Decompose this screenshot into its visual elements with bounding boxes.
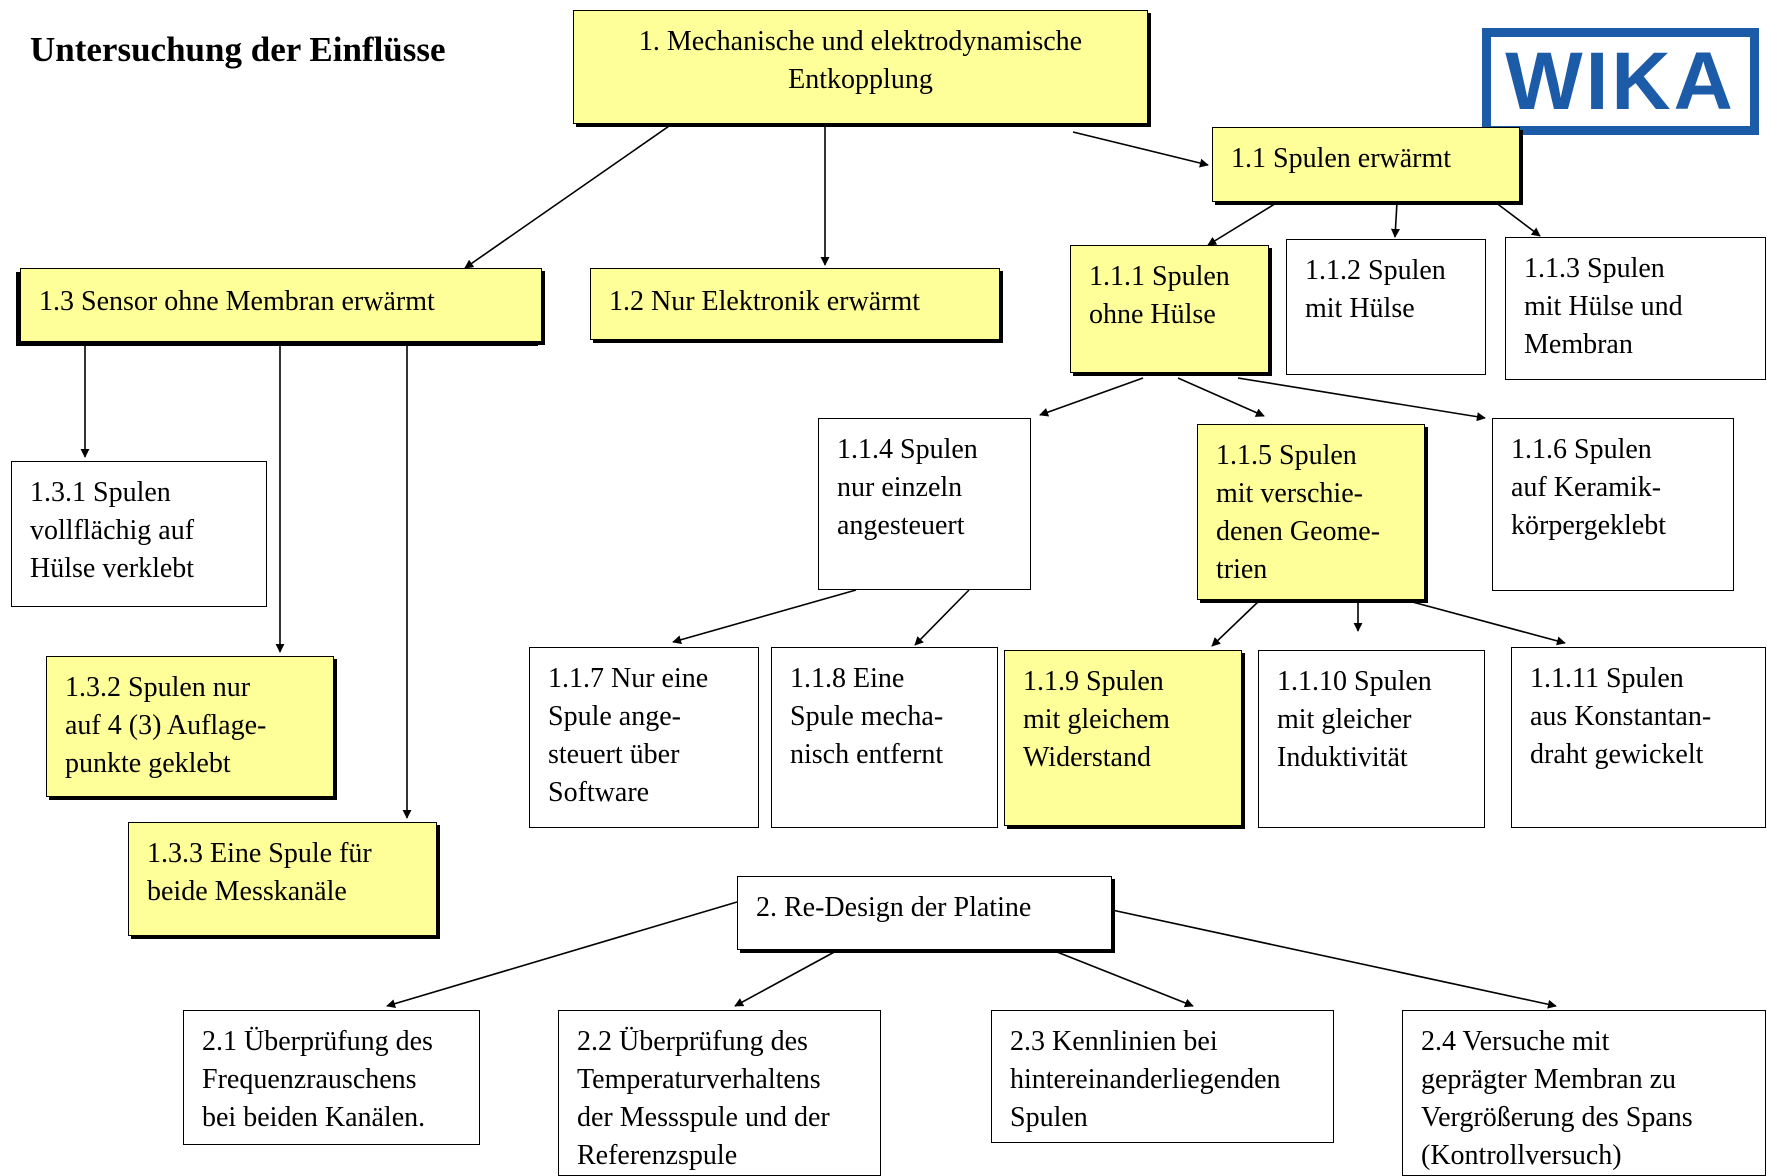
arrow-1-1-1-to-1-1-6 (1237, 377, 1486, 422)
node-1-3-1: 1.3.1 Spulen vollflächig auf Hülse verkl… (11, 461, 267, 607)
arrow-2-to-2-1 (386, 901, 738, 1009)
node-1-2: 1.2 Nur Elektronik erwärmt (590, 268, 1000, 340)
node-1-1-2: 1.1.2 Spulen mit Hülse (1286, 239, 1486, 375)
arrow-1-1-1-to-1-1-4 (1039, 377, 1144, 417)
arrow-1-1-1-to-1-1-5 (1177, 377, 1265, 417)
node-1-1-9: 1.1.9 Spulen mit gleichem Widerstand (1004, 650, 1242, 826)
arrow-1-to-1-1 (1072, 131, 1209, 168)
node-2-1: 2.1 Überprüfung des Frequenzrauschens be… (183, 1010, 480, 1145)
node-1: 1. Mechanische und elektrodynamische Ent… (573, 10, 1148, 124)
node-2-4: 2.4 Versuche mit geprägter Membran zu Ve… (1402, 1010, 1766, 1176)
node-2: 2. Re-Design der Platine (737, 876, 1112, 950)
page-title: Untersuchung der Einflüsse (30, 30, 446, 69)
node-1-3: 1.3 Sensor ohne Membran erwärmt (20, 268, 542, 342)
arrow-2-to-2-3 (1051, 949, 1194, 1008)
node-1-1-3: 1.1.3 Spulen mit Hülse und Membran (1505, 237, 1766, 380)
node-1-1-11: 1.1.11 Spulen aus Konstantan- draht gewi… (1511, 647, 1766, 828)
arrow-1-1-5-to-1-1-9 (1211, 599, 1261, 647)
arrow-1-to-1-3 (464, 123, 673, 269)
node-1-3-3: 1.3.3 Eine Spule für beide Messkanäle (128, 822, 437, 936)
node-2-3: 2.3 Kennlinien bei hintereinanderliegend… (991, 1010, 1334, 1143)
arrow-2-to-2-4 (1111, 909, 1557, 1009)
node-1-1-6: 1.1.6 Spulen auf Keramik- körpergeklebt (1492, 418, 1734, 591)
logo-frame: WIKA (1482, 28, 1759, 135)
node-1-1-7: 1.1.7 Nur eine Spule ange- steuert über … (529, 647, 759, 828)
arrow-1-1-to-1-1-1 (1207, 201, 1279, 246)
node-2-2: 2.2 Überprüfung des Temperaturverhaltens… (558, 1010, 881, 1176)
arrow-1-1-4-to-1-1-8 (914, 589, 970, 646)
arrow-1-1-5-to-1-1-11 (1404, 599, 1566, 646)
node-1-1-5: 1.1.5 Spulen mit verschie- denen Geome- … (1197, 424, 1425, 600)
arrow-1-1-to-1-1-3 (1494, 201, 1541, 237)
node-1-1-8: 1.1.8 Eine Spule mecha- nisch entfernt (771, 647, 998, 828)
arrow-1-1-4-to-1-1-7 (672, 589, 857, 645)
node-1-1-4: 1.1.4 Spulen nur einzeln angesteuert (818, 418, 1031, 590)
arrow-2-to-2-2 (734, 949, 839, 1007)
node-1-3-2: 1.3.2 Spulen nur auf 4 (3) Auflage- punk… (46, 656, 334, 797)
node-1-1-10: 1.1.10 Spulen mit gleicher Induktivität (1258, 650, 1485, 828)
node-1-1: 1.1 Spulen erwärmt (1212, 127, 1520, 202)
arrow-1-1-to-1-1-2 (1390, 201, 1400, 238)
logo-text: WIKA (1505, 35, 1736, 127)
wika-logo: WIKA (1472, 10, 1767, 153)
node-1-1-1: 1.1.1 Spulen ohne Hülse (1070, 245, 1269, 373)
